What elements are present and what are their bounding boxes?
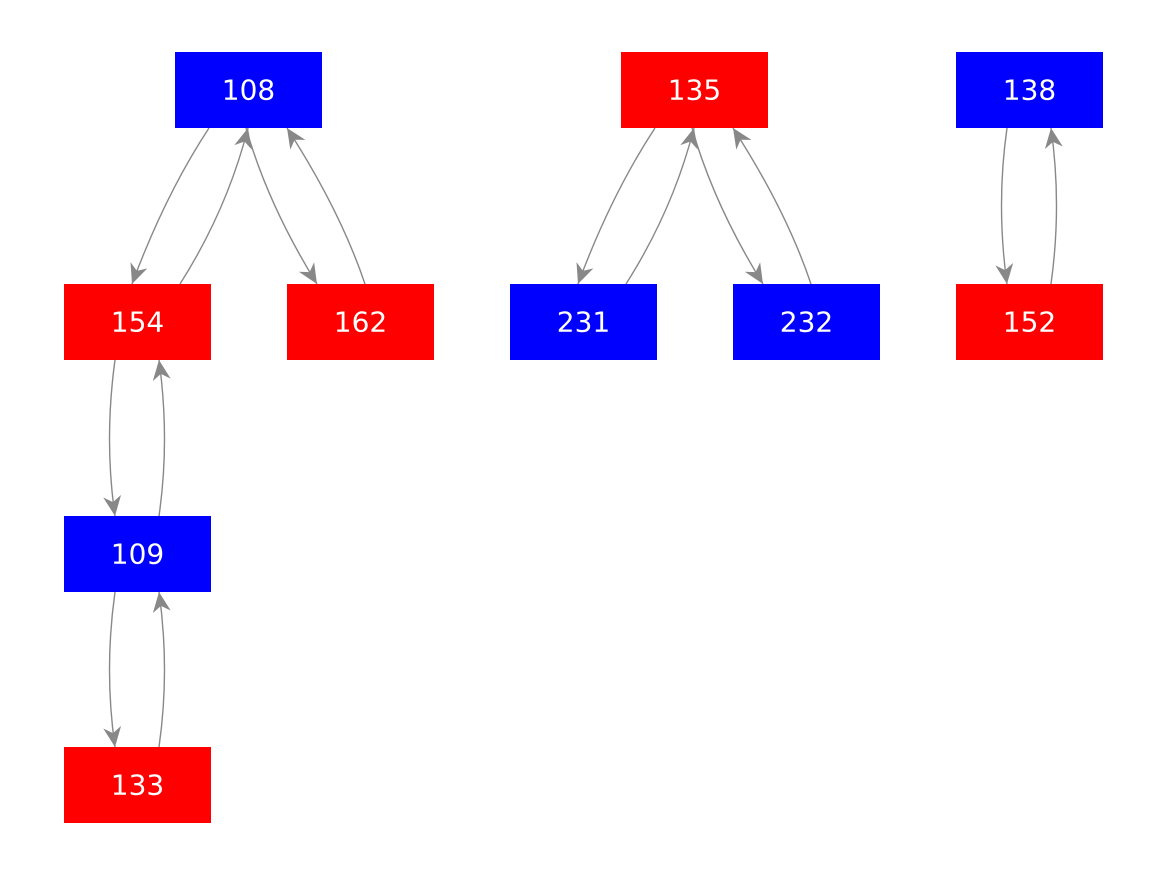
node-138: 138 [956,52,1103,128]
node-231-label: 231 [557,306,610,339]
edge-154-to-108 [179,127,252,285]
node-135-label: 135 [668,74,721,107]
node-109-box [64,516,211,592]
node-232-label: 232 [780,306,833,339]
edge-231-to-135 [625,127,698,285]
node-138-label: 138 [1003,74,1056,107]
node-138-box [956,52,1103,128]
node-108-label: 108 [222,74,275,107]
node-232-box [733,284,880,360]
node-109: 109 [64,516,211,592]
node-162: 162 [287,284,434,360]
edge-232-to-135 [732,127,812,285]
node-154-label: 154 [111,306,164,339]
node-135: 135 [621,52,768,128]
edge-154-to-109 [103,359,122,517]
node-133-label: 133 [111,769,164,802]
edge-135-to-231 [576,127,656,285]
node-133-box [64,747,211,823]
node-152: 152 [956,284,1103,360]
nodes-layer: 108 154 162 109 133 135 231 232 138 152 [64,52,1103,823]
node-108-box [175,52,322,128]
node-231-box [510,284,657,360]
node-154-box [64,284,211,360]
edge-133-to-109 [152,591,171,748]
node-135-box [621,52,768,128]
node-162-box [287,284,434,360]
node-162-label: 162 [334,306,387,339]
edge-108-to-154 [130,127,210,285]
edge-109-to-133 [103,591,122,748]
edge-152-to-138 [1044,127,1063,285]
node-152-label: 152 [1003,306,1056,339]
node-109-label: 109 [111,538,164,571]
node-133: 133 [64,747,211,823]
node-232: 232 [733,284,880,360]
node-152-box [956,284,1103,360]
node-154: 154 [64,284,211,360]
edge-162-to-108 [286,127,366,285]
edge-109-to-154 [152,359,171,517]
edge-108-to-162 [245,127,318,285]
node-231: 231 [510,284,657,360]
node-108: 108 [175,52,322,128]
edges-layer [103,127,1063,748]
edge-135-to-232 [691,127,764,285]
edge-138-to-152 [995,127,1014,285]
